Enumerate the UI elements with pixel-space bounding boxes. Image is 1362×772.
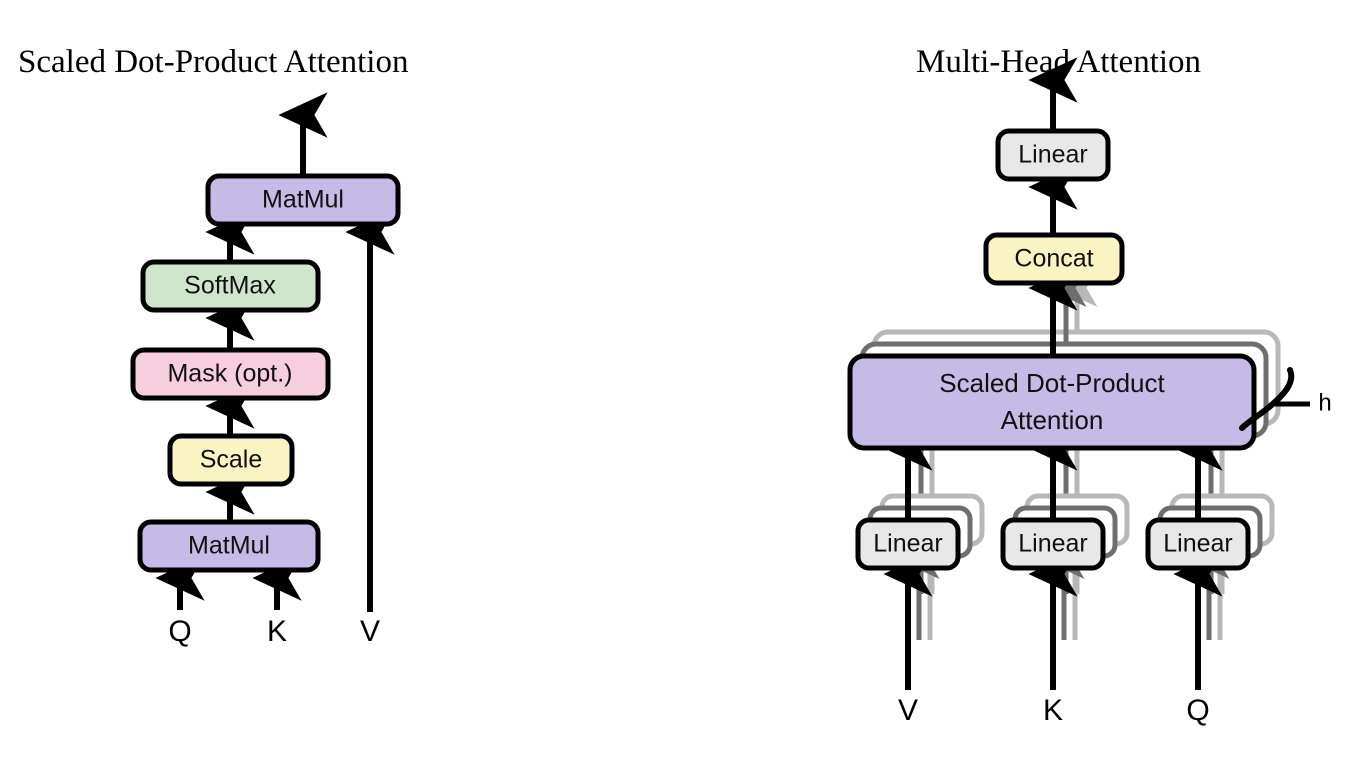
node-linear-v[interactable]: Linear: [855, 517, 961, 571]
node-mask-opt-label: Mask (opt.): [167, 360, 292, 388]
io-label-k-right: K: [1043, 694, 1063, 727]
node-matmul-top-box[interactable]: [205, 173, 401, 227]
node-linear-k-box[interactable]: [1000, 517, 1106, 571]
node-softmax-label: SoftMax: [184, 272, 276, 300]
node-sdpa-label-line2: Attention: [1001, 405, 1104, 435]
node-linear-k-label: Linear: [1018, 530, 1088, 558]
node-matmul-bottom-box[interactable]: [137, 519, 321, 573]
node-concat-box[interactable]: [983, 232, 1125, 286]
head-count-label: h: [1318, 389, 1331, 416]
panel-title-multi-head: Multi-Head Attention: [916, 44, 1201, 80]
node-matmul-top-label: MatMul: [262, 186, 344, 214]
node-linear-q-label: Linear: [1163, 530, 1233, 558]
io-label-q-left: Q: [168, 615, 191, 648]
node-linear-v-label: Linear: [873, 530, 943, 558]
node-sdpa-label-line1: Scaled Dot-Product: [939, 368, 1165, 398]
io-label-v-left: V: [360, 615, 380, 648]
panel-title-scaled-dot-product: Scaled Dot-Product Attention: [18, 44, 408, 80]
node-linear-v-box[interactable]: [855, 517, 961, 571]
node-linear-q[interactable]: Linear: [1145, 517, 1251, 571]
io-label-k-left: K: [267, 615, 287, 648]
node-scale-box[interactable]: [167, 433, 295, 487]
node-concat[interactable]: Concat: [983, 232, 1125, 286]
head-count-annotation: h: [1239, 367, 1332, 431]
node-scaled-dot-product-attention[interactable]: Scaled Dot-Product Attention: [847, 353, 1257, 451]
node-mask-opt[interactable]: Mask (opt.): [130, 347, 331, 401]
node-concat-label: Concat: [1014, 245, 1093, 273]
panel-multi-head-attention: Multi-Head Attention: [847, 44, 1332, 727]
node-scale-label: Scale: [200, 446, 263, 474]
io-label-q-right: Q: [1186, 694, 1209, 727]
node-linear-q-box[interactable]: [1145, 517, 1251, 571]
node-linear-output-box[interactable]: [995, 128, 1111, 182]
head-count-slash: [1239, 367, 1295, 431]
node-matmul-bottom-label: MatMul: [188, 532, 270, 560]
panel-scaled-dot-product-attention: Scaled Dot-Product Attention MatMul: [18, 44, 408, 648]
node-linear-output[interactable]: Linear: [995, 128, 1111, 182]
node-mask-opt-box[interactable]: [130, 347, 331, 401]
node-linear-k[interactable]: Linear: [1000, 517, 1106, 571]
node-scale[interactable]: Scale: [167, 433, 295, 487]
node-softmax-box[interactable]: [140, 259, 321, 313]
node-softmax[interactable]: SoftMax: [140, 259, 321, 313]
node-matmul-top[interactable]: MatMul: [205, 173, 401, 227]
node-matmul-bottom[interactable]: MatMul: [137, 519, 321, 573]
node-linear-output-label: Linear: [1018, 141, 1088, 169]
io-label-v-right: V: [898, 694, 918, 727]
